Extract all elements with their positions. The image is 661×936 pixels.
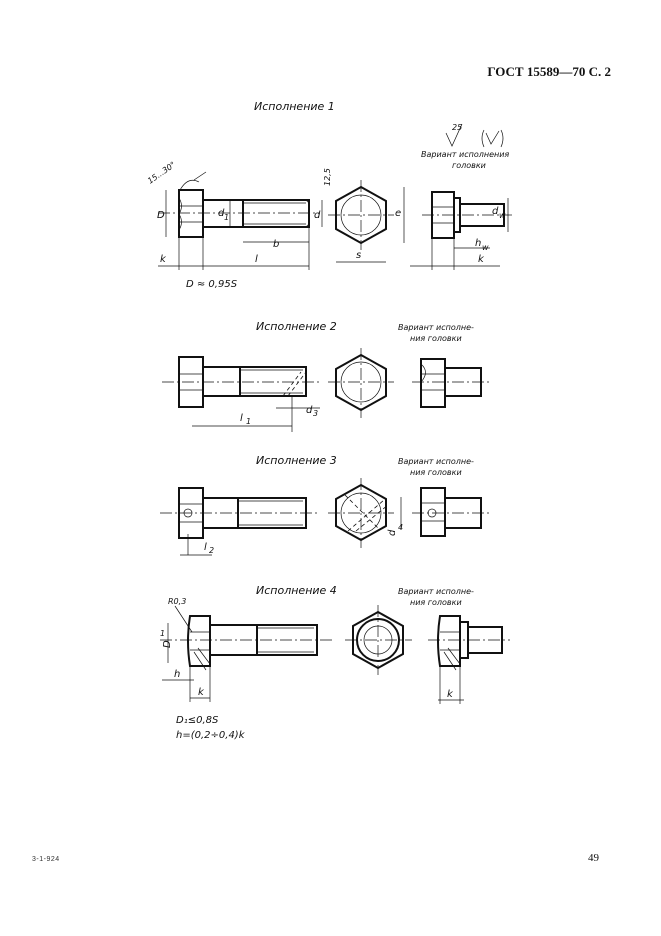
dim-d-label: d — [314, 210, 321, 221]
dim-D1-label: D — [162, 640, 173, 648]
variant-caption-4b: ния головки — [410, 598, 462, 607]
bolt-side-view-4 — [160, 615, 332, 671]
dim-h-label: h — [174, 669, 180, 680]
dim-e-label: e — [395, 208, 401, 219]
dim-dw-sub: w — [499, 211, 506, 220]
variant-head-1 — [422, 191, 512, 239]
roughness-check-icon-small — [485, 130, 500, 145]
dim-l2-label: l — [204, 542, 207, 553]
roughness-brackets — [481, 129, 504, 148]
formula-D: D ≈ 0,95S — [186, 279, 238, 290]
dim-d1-sub: 1 — [224, 213, 229, 222]
section-1-title: Исполнение 1 — [254, 100, 335, 113]
variant-caption-2b: ния головки — [410, 334, 462, 343]
page-number: 49 — [588, 852, 599, 864]
variant-caption-1a: Вариант исполнения — [421, 150, 509, 159]
dim-k2-label: k — [478, 254, 485, 265]
angle-label: 15...30° — [146, 160, 177, 186]
section-3-title: Исполнение 3 — [256, 454, 337, 467]
variant-caption-2a: Вариант исполне- — [398, 323, 474, 332]
footer-code: 3-1-924 — [32, 856, 60, 863]
roughness-value: 25 — [452, 123, 462, 132]
hex-end-view-3 — [328, 478, 394, 548]
formula-h: h=(0,2÷0,4)k — [176, 730, 246, 741]
bolt-side-view-3 — [160, 487, 320, 555]
dim-d1-label: d — [218, 208, 225, 219]
variant-caption-1b: головки — [452, 161, 486, 170]
section-4-title: Исполнение 4 — [256, 584, 337, 597]
section-2: Исполнение 2 Вариант исполне- ния головк… — [162, 320, 490, 432]
dim-k2-label-4: k — [447, 689, 454, 700]
dim-hw-label: h — [475, 238, 481, 249]
roughness-check-icon — [445, 123, 463, 147]
hex-end-view-2 — [328, 348, 394, 418]
section-4: Исполнение 4 Вариант исполне- ния головк… — [160, 584, 510, 741]
dim-d4-sub: 4 — [398, 523, 403, 532]
variant-head-3 — [412, 487, 490, 537]
dim-d3-label: d — [306, 405, 313, 416]
dim-k-label-4: k — [198, 687, 205, 698]
variant-head-4 — [428, 615, 510, 671]
variant-caption-4a: Вариант исполне- — [398, 587, 474, 596]
dim-s-label: s — [356, 250, 361, 261]
dim-hw-sub: w — [482, 243, 489, 252]
dim-D-label: D — [157, 210, 165, 221]
section-1: Исполнение 1 25 Вариант исполнения голов… — [146, 100, 512, 290]
section-2-title: Исполнение 2 — [256, 320, 337, 333]
dim-l2-sub: 2 — [209, 546, 214, 555]
bolt-side-view-2 — [162, 356, 322, 408]
dim-D1-sub: 1 — [160, 629, 165, 638]
formula-D1: D₁≤0,8S — [176, 715, 219, 726]
angle-arc — [179, 179, 200, 191]
dim-k-label: k — [160, 254, 167, 265]
dim-b-label: b — [273, 239, 279, 250]
hex-end-view-1 — [328, 180, 394, 250]
roughness-small: 12,5 — [323, 168, 332, 186]
bolt-side-view-1 — [158, 189, 320, 238]
section-3: Исполнение 3 Вариант исполне- ния головк… — [160, 454, 490, 556]
dim-dw-label: d — [492, 206, 499, 217]
variant-caption-3b: ния головки — [410, 468, 462, 477]
hex-end-view-4 — [345, 605, 412, 675]
radius-label: R0,3 — [168, 597, 186, 606]
dim-d3-sub: 3 — [313, 409, 318, 418]
dim-l1-label: l — [240, 413, 243, 424]
dim-l1-sub: 1 — [246, 417, 251, 426]
variant-head-2 — [412, 358, 490, 408]
dim-l-label: l — [255, 254, 258, 265]
dim-d4-label: d — [387, 529, 398, 536]
angle-leader — [193, 171, 207, 181]
page-header: ГОСТ 15589—70 С. 2 — [487, 64, 611, 79]
variant-caption-3a: Вариант исполне- — [398, 457, 474, 466]
